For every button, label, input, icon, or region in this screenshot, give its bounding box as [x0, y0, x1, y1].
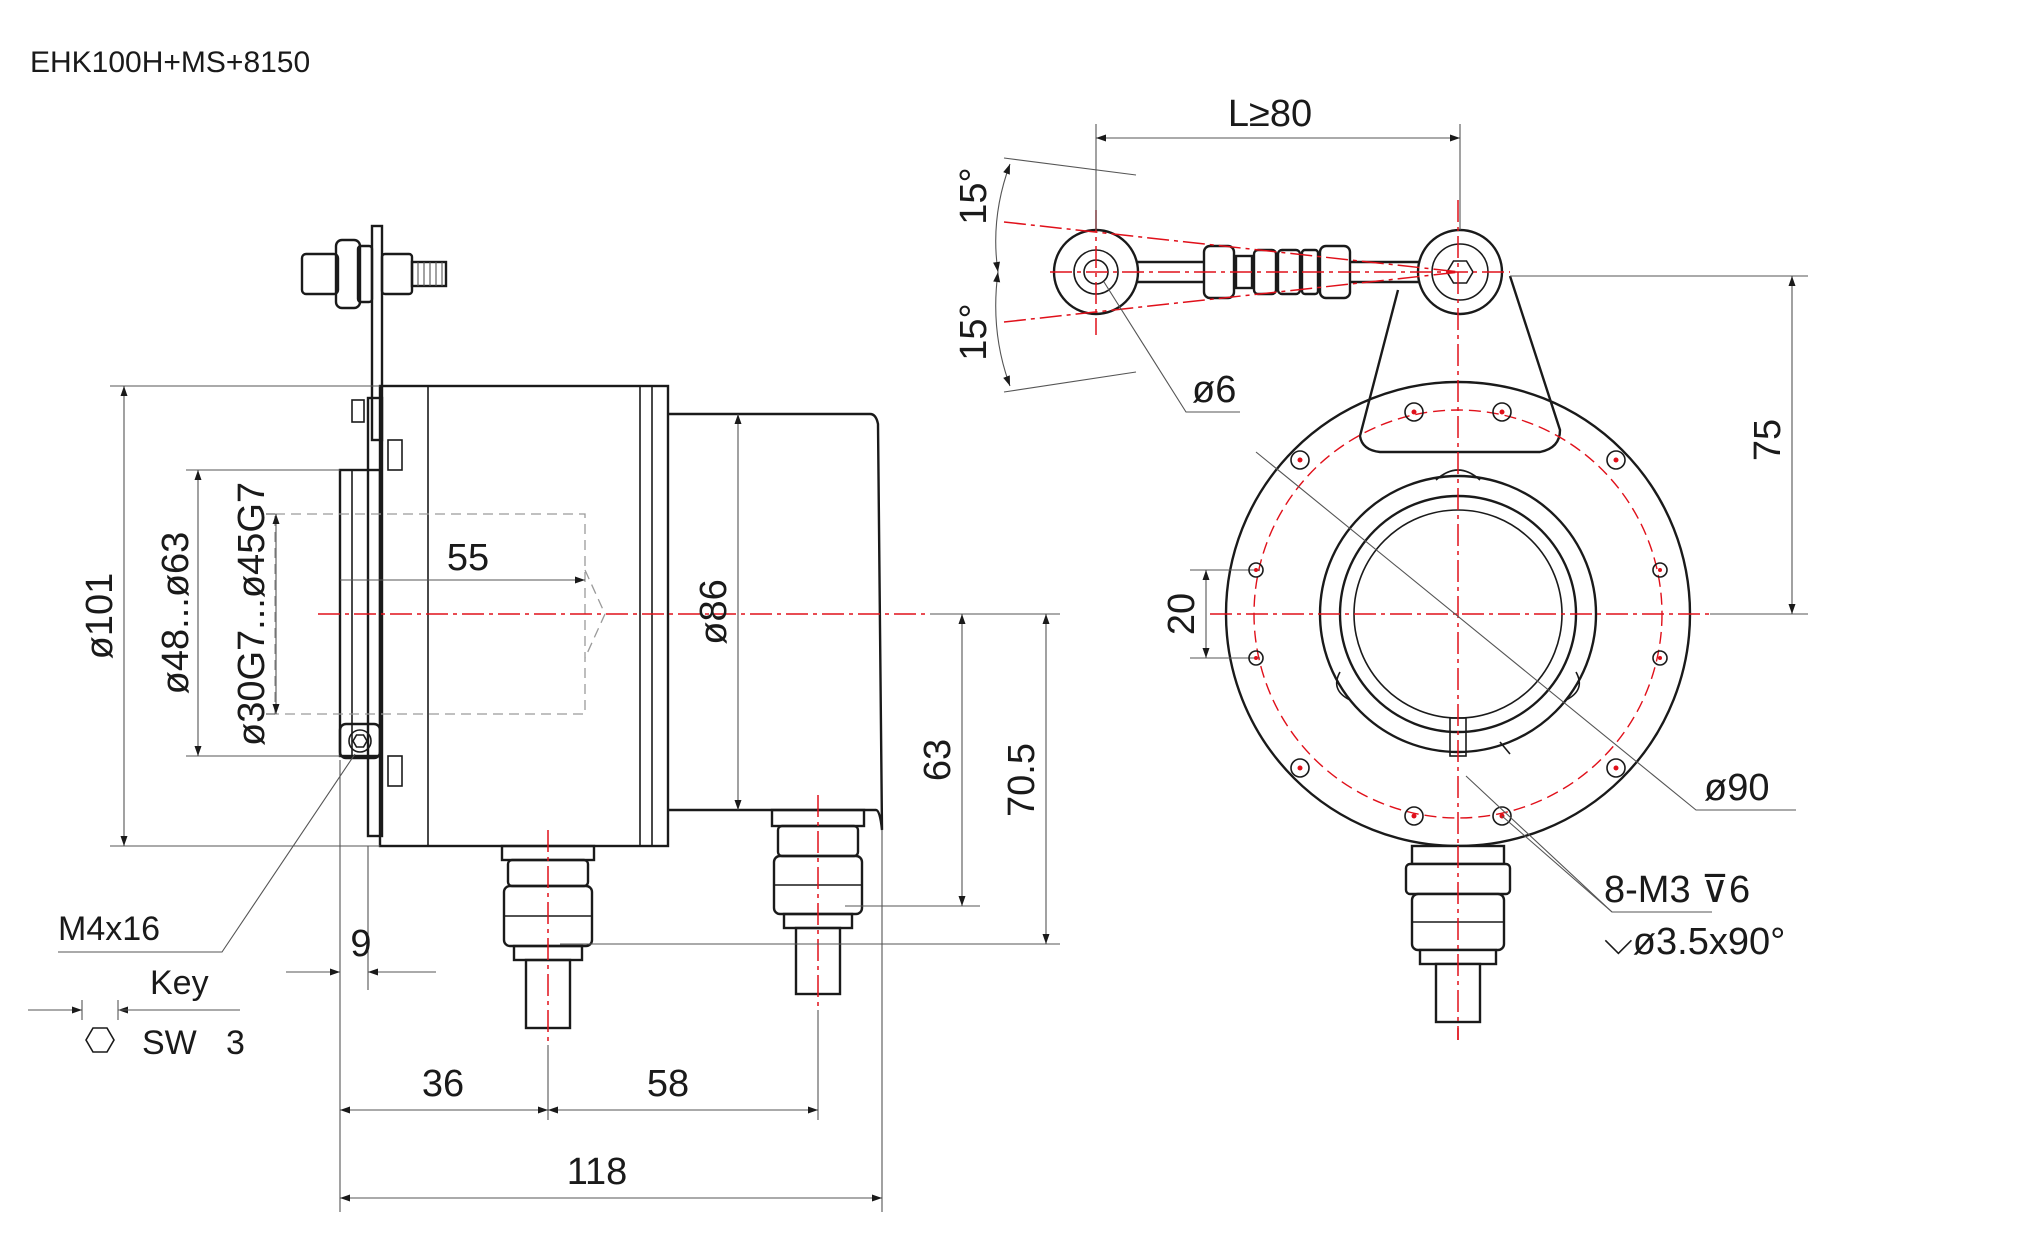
key-label: Key: [150, 964, 209, 1002]
countersink-label: ⌵ø3.5x90°: [1604, 921, 1785, 963]
clamp-ring: [338, 468, 382, 758]
thread-label: 8-M3 ⊽6: [1604, 869, 1750, 911]
dim-55: 55: [447, 537, 489, 579]
torque-arm-bracket: [370, 224, 384, 442]
hex-key-icon: [85, 1027, 115, 1053]
sw-value: 3: [226, 1024, 245, 1062]
angle-top: 15°: [953, 167, 995, 224]
dim-70-5: 70.5: [1001, 743, 1043, 817]
dim-75: 75: [1747, 419, 1789, 461]
dim-20: 20: [1161, 593, 1203, 635]
dim-d90: ø90: [1704, 767, 1769, 809]
dim-d48-63: ø48...ø63: [155, 532, 197, 695]
dim-d86: ø86: [693, 579, 735, 644]
dim-58: 58: [647, 1063, 689, 1105]
dim-118: 118: [567, 1151, 628, 1193]
dim-63: 63: [917, 739, 959, 781]
bracket-nut: [300, 252, 340, 296]
screw-label: M4x16: [58, 910, 160, 948]
sw-label: SW: [142, 1024, 197, 1062]
clamp-screw: [338, 722, 382, 760]
dim-l80: L≥80: [1228, 93, 1312, 135]
dim-d30-45: ø30G7...ø45G7: [231, 482, 273, 746]
dim-d101: ø101: [79, 573, 121, 660]
encoder-housing: [378, 384, 670, 848]
encoder-rear-body: [668, 412, 884, 831]
angle-bottom: 15°: [953, 303, 995, 360]
dim-36: 36: [422, 1063, 464, 1105]
front-view: L≥80 15° 15° ø6 75 20 ø90 8-M3 ⊽6 ⌵ø3.5x…: [953, 93, 1808, 1040]
dim-d6: ø6: [1192, 369, 1236, 411]
side-view: ø101 ø48...ø63 ø30G7...ø45G7 55 ø86 63 7…: [28, 224, 1060, 1212]
dim-9: 9: [350, 923, 371, 965]
drawing-title: EHK100H+MS+8150: [30, 46, 310, 79]
cable-gland-front: [1404, 844, 1512, 1040]
mounting-holes: [1248, 402, 1668, 826]
